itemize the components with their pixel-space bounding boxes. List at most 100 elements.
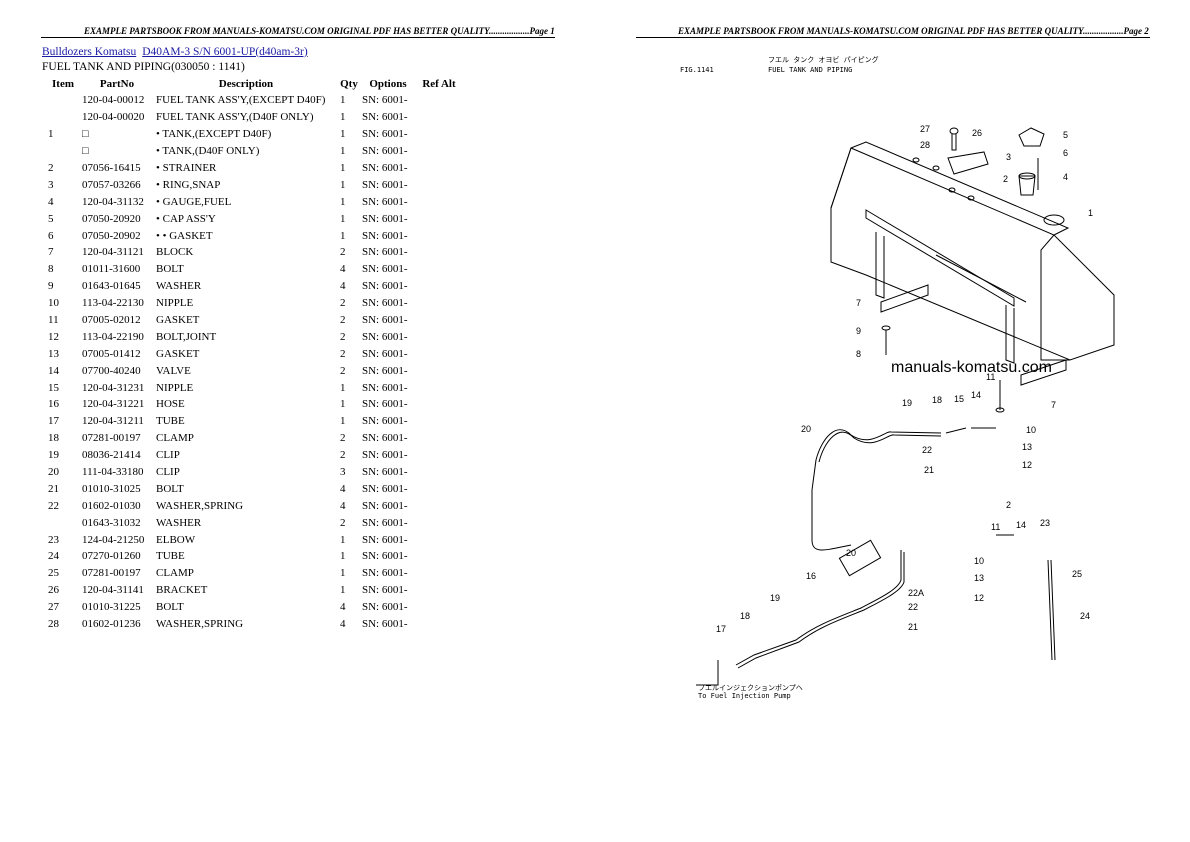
cell-description: • GAUGE,FUEL [156,195,232,208]
cell-item: 10 [48,297,59,310]
breadcrumb-link-model[interactable]: D40AM-3 S/N 6001-UP(d40am-3r) [142,46,308,58]
cell-description: • TANK,(EXCEPT D40F) [156,128,272,141]
cell-options: SN: 6001- [362,162,408,174]
cell-ref-alt [416,396,462,413]
cell-item [42,514,80,531]
cell-partno: 124-04-21250 [82,533,145,546]
callout-20a: 20 [801,424,811,434]
cell-partno: 01011-31600 [82,263,141,276]
cell-partno: 01010-31025 [82,482,141,495]
cell-qty: 1 [340,111,346,124]
cell-item: 1 [48,128,54,141]
callout-27: 27 [920,124,930,134]
callout-28: 28 [920,140,930,150]
callout-19a: 19 [902,398,912,408]
cell-options: SN: 6001- [362,381,408,394]
cell-description: • CAP ASS'Y [156,212,216,225]
cell-options: SN: 6001- [362,246,408,259]
cell-partno: 07050-20920 [82,212,141,225]
breadcrumb: Bulldozers Komatsu D40AM-3 S/N 6001-UP(d4… [42,46,308,58]
callout-15: 15 [954,394,964,404]
cell-options: SN: 6001- [362,111,408,124]
cell-options: SN: 6001- [362,482,408,495]
page-2-header: EXAMPLE PARTSBOOK FROM MANUALS-KOMATSU.C… [678,26,1149,36]
callout-11a: 11 [986,372,995,382]
cell-qty: 4 [340,618,346,631]
cell-partno: 07281-00197 [82,432,141,445]
diagram-callouts: 27 26 5 28 3 6 2 4 1 7 9 8 7 11 19 18 15… [716,124,1093,634]
cell-description: BLOCK [156,246,194,259]
cell-ref-alt [416,176,462,193]
cell-description: WASHER,SPRING [156,618,244,631]
cell-options: SN: 6001- [362,567,408,580]
page-1-divider [41,37,555,38]
cell-item: 4 [48,195,54,208]
callout-18a: 18 [932,395,942,405]
cell-item: 8 [48,263,54,276]
cell-qty: 2 [340,432,346,445]
callout-2: 2 [1003,174,1008,184]
cell-item: 25 [48,567,59,580]
cell-options: SN: 6001- [362,178,408,191]
callout-13b: 13 [974,573,984,583]
cell-qty: 1 [340,162,346,174]
cell-item: 26 [48,584,59,597]
cell-item: 22 [48,499,59,512]
callout-16: 16 [806,571,816,581]
cell-description: CLIP [156,449,180,462]
cell-options: SN: 6001- [362,533,408,546]
cell-item: 7 [48,246,54,259]
cell-partno: □ [82,145,89,158]
cell-qty: 4 [340,601,346,614]
cell-partno: 07281-00197 [82,567,141,580]
breadcrumb-link-category[interactable]: Bulldozers Komatsu [42,46,137,58]
cell-description: • TANK,(D40F ONLY) [156,145,260,158]
cell-options: SN: 6001- [362,330,408,343]
cell-description: NIPPLE [156,297,194,310]
callout-10a: 10 [1026,425,1036,435]
cell-options: SN: 6001- [362,499,408,512]
callout-12a: 12 [1022,460,1032,470]
cell-item: 18 [48,432,59,445]
cell-description: CLIP [156,466,180,479]
cell-item [42,109,80,126]
cell-options: SN: 6001- [362,432,408,445]
cell-description: BOLT [156,263,184,276]
cell-ref-alt [416,430,462,447]
cell-qty: 1 [340,381,346,394]
cell-partno: 01643-01645 [82,280,141,293]
callout-13a: 13 [1022,442,1032,452]
cell-item: 14 [48,364,59,377]
section-title: FUEL TANK AND PIPING(030050 : 1141) [42,61,245,73]
cell-item: 27 [48,601,59,614]
cell-item [42,143,80,160]
cell-partno: 120-04-00020 [82,111,145,124]
cell-partno: 07056-16415 [82,162,141,174]
cell-description: BOLT [156,601,184,614]
cell-qty: 1 [340,550,346,563]
cell-partno: 08036-21414 [82,449,141,462]
cell-item: 11 [48,314,59,327]
callout-5: 5 [1063,130,1068,140]
cell-description: WASHER [156,516,202,529]
cell-qty: 2 [340,330,346,343]
fuel-piping-drawing [696,427,1056,686]
cell-ref-alt [416,244,462,261]
callout-10b: 10 [974,556,984,566]
cell-description: • STRAINER [156,162,217,174]
parts-table: Item PartNo Description Qty Options Ref … [42,76,462,633]
cell-description: WASHER,SPRING [156,499,244,512]
cell-partno: 111-04-33180 [82,466,144,479]
